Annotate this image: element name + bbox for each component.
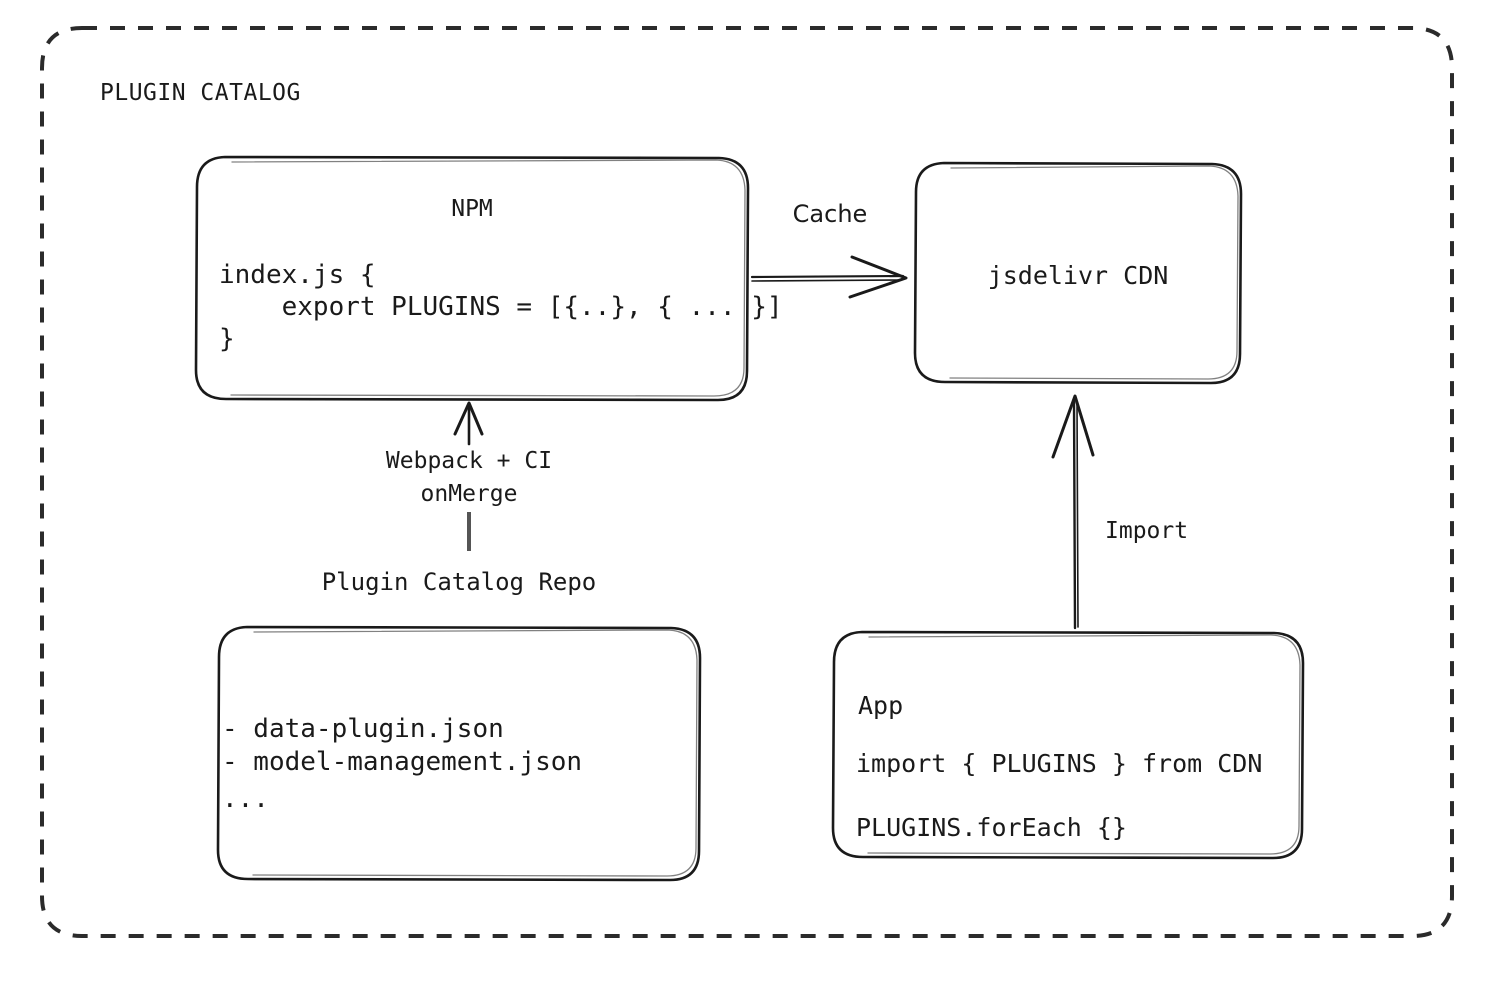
npm-node-title: NPM xyxy=(451,196,493,222)
edge-label-webpack-ci: Webpack + CI xyxy=(385,448,553,474)
app-code-line-2: PLUGINS.forEach {} xyxy=(856,813,1127,842)
edge-repo-to-npm-arrow xyxy=(453,401,484,551)
npm-code-line-2: export PLUGINS = [{..}, { ... }] xyxy=(219,292,783,322)
app-node-title: App xyxy=(858,691,904,720)
repo-file-item-1: - data-plugin.json xyxy=(222,714,504,744)
edge-label-cache: Cache xyxy=(792,200,868,228)
repo-file-item-3: ... xyxy=(222,784,269,814)
npm-code-line-1: index.js { xyxy=(219,260,376,290)
cdn-node-title: jsdelivr CDN xyxy=(987,261,1169,290)
edge-app-to-cdn-arrow xyxy=(1051,394,1095,630)
edge-label-import: Import xyxy=(1105,518,1189,544)
app-code-line-1: import { PLUGINS } from CDN xyxy=(856,749,1263,778)
npm-code-line-3: } xyxy=(219,324,235,354)
plugin-catalog-title: PLUGIN CATALOG xyxy=(100,80,301,106)
edge-label-onmerge: onMerge xyxy=(420,481,518,507)
repo-file-item-2: - model-management.json xyxy=(222,747,583,777)
repo-node-caption: Plugin Catalog Repo xyxy=(321,568,597,596)
